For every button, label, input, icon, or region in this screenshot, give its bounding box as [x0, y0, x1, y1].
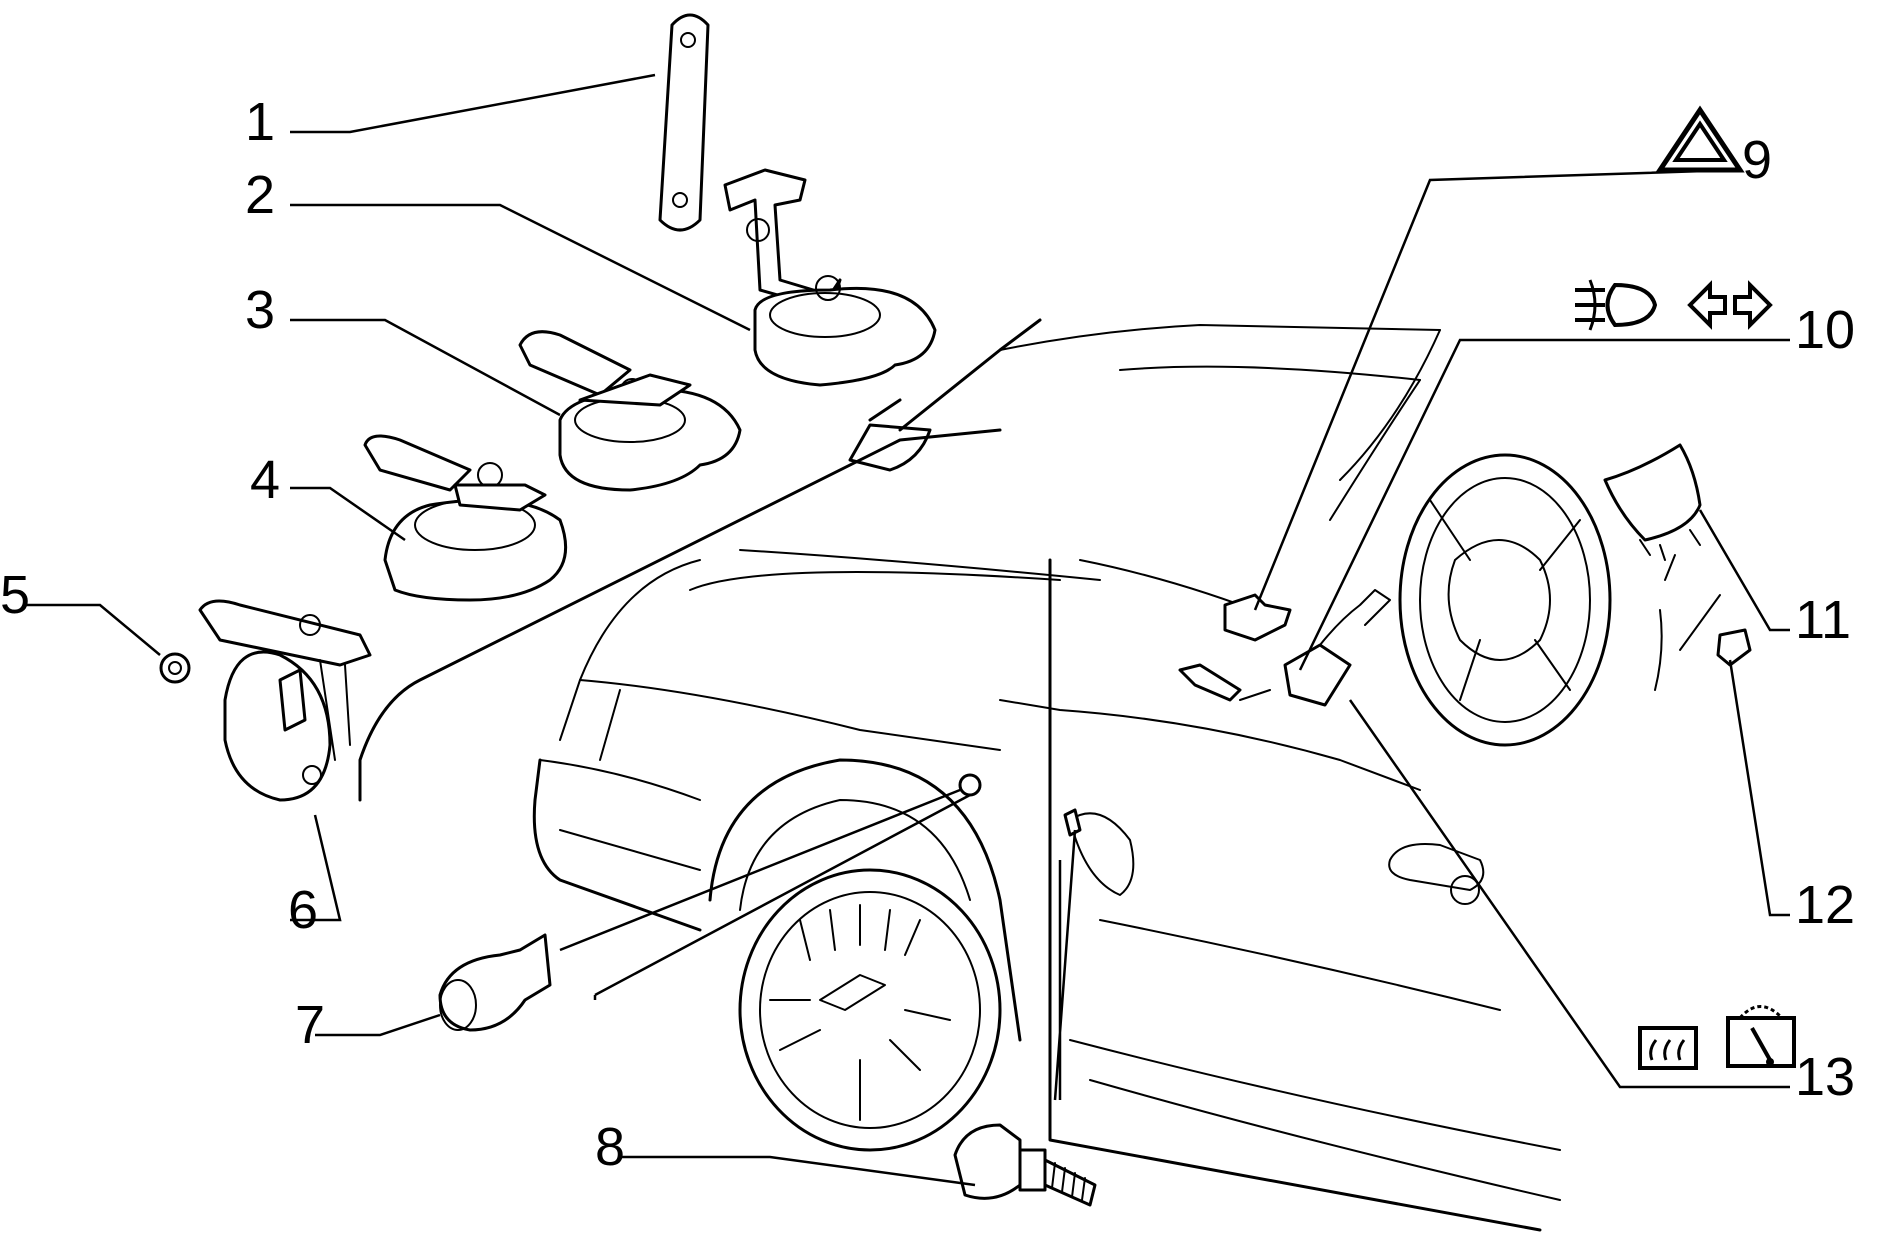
callout-7: 7 [295, 995, 325, 1055]
part-7-sensor [438, 773, 982, 1032]
turn-signal-arrows-icon [1687, 280, 1773, 330]
part-12-contact [1654, 594, 1752, 691]
part-10-light-switch [1178, 589, 1391, 707]
callout-4: 4 [250, 450, 280, 510]
callout-10: 10 [1795, 300, 1855, 360]
part-9-hazard-switch [1223, 593, 1292, 642]
callout-5: 5 [0, 565, 30, 625]
callout-11: 11 [1795, 590, 1851, 650]
callout-1: 1 [245, 92, 275, 152]
part-2-horn-with-bracket [723, 168, 937, 387]
callout-9: 9 [1742, 130, 1772, 190]
fog-lamp-icon [1575, 279, 1658, 331]
callout-12: 12 [1795, 875, 1855, 935]
rear-window-heater-icon [1638, 1026, 1698, 1070]
callout-2: 2 [245, 165, 275, 225]
part-6-horn-side [198, 599, 372, 802]
leader-lines [25, 73, 1790, 1187]
part-11-horn-pad [1603, 443, 1702, 581]
part-8-switch [953, 808, 1097, 1207]
car-body-outline [358, 318, 1561, 1232]
part-4-horn [363, 434, 568, 602]
part-5-nut [159, 652, 191, 684]
callout-6: 6 [288, 880, 318, 940]
steering-wheel [1398, 453, 1612, 747]
callout-3: 3 [245, 280, 275, 340]
part-1-bracket-strap [658, 13, 710, 232]
callout-8: 8 [595, 1117, 625, 1177]
rear-wiper-icon [1726, 1005, 1796, 1068]
hazard-warning-triangle-icon [1655, 105, 1745, 173]
part-3-horn [518, 330, 742, 492]
callout-13: 13 [1795, 1047, 1855, 1107]
